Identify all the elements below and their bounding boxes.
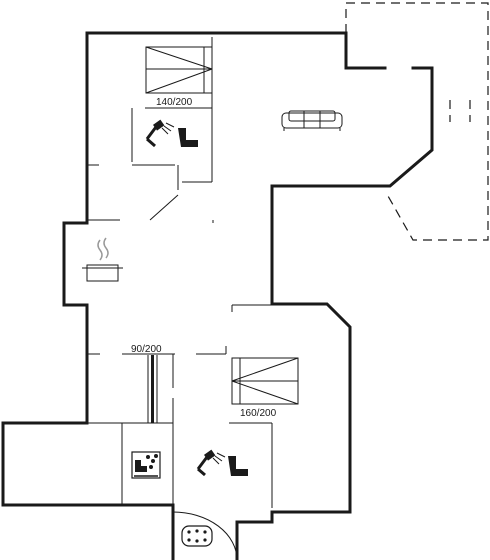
shower-icon: [145, 119, 175, 148]
bed-icon: [231, 357, 299, 405]
exterior-walls: [1, 31, 434, 560]
toilet-icon: [178, 128, 198, 147]
terrace-outline: [345, 2, 489, 241]
sauna-icon: [131, 451, 161, 479]
spa-bath-icon: [181, 525, 213, 547]
bed-size-label: 90/200: [131, 344, 162, 355]
toilet-icon: [228, 456, 248, 476]
bed-size-label: 160/200: [240, 408, 277, 419]
bed-icon: [145, 46, 213, 94]
shower-icon: [196, 449, 226, 477]
bed-size-label: 140/200: [156, 97, 193, 108]
interior-walls: [87, 37, 273, 560]
sofa-icon: [281, 110, 343, 131]
cooking-pot-icon: [82, 237, 123, 282]
bunk-bed-icon: [147, 355, 158, 423]
